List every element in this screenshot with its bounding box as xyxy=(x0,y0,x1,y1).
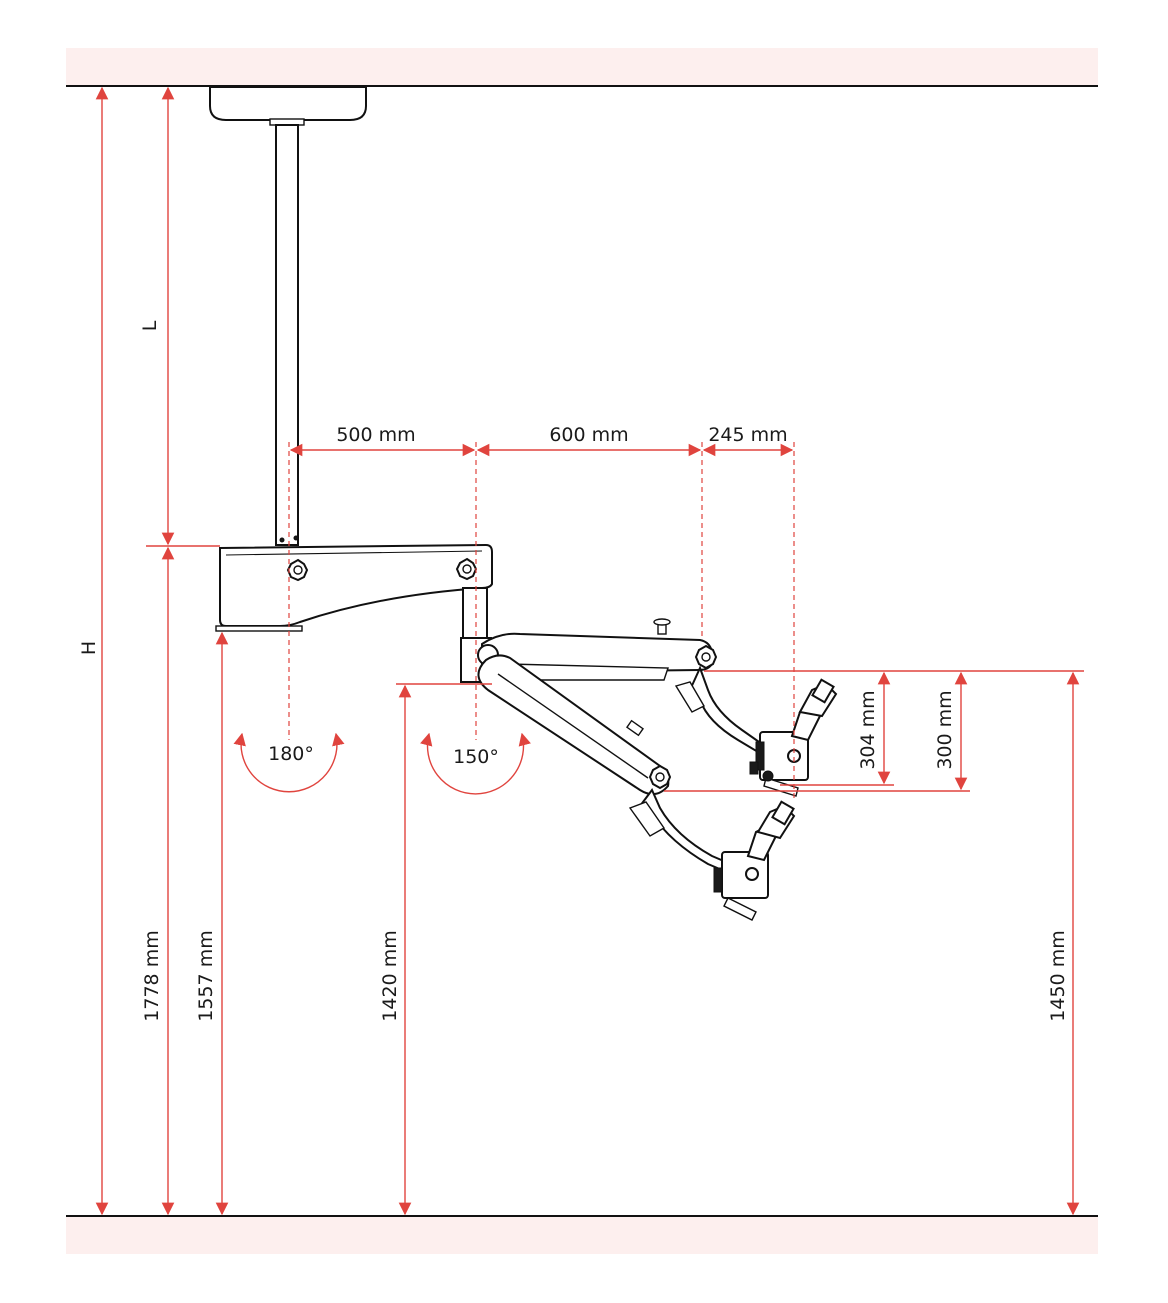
optics-head-upper xyxy=(674,665,838,797)
label-150deg: 150° xyxy=(453,746,499,768)
label-L: L xyxy=(139,320,161,331)
label-1557mm: 1557 mm xyxy=(195,930,217,1021)
pivot-post xyxy=(462,587,488,641)
label-300mm: 300 mm xyxy=(934,690,956,769)
label-500mm: 500 mm xyxy=(336,424,415,446)
curved-double-arrow-icon xyxy=(420,732,531,795)
star-knob-icon[interactable] xyxy=(455,557,478,581)
star-knob-icon[interactable] xyxy=(648,764,672,790)
label-H: H xyxy=(78,641,100,655)
optics-head-lower xyxy=(628,788,796,921)
main-arm xyxy=(219,543,493,627)
star-knob-icon[interactable] xyxy=(286,558,309,582)
label-600mm: 600 mm xyxy=(549,424,628,446)
ceiling-column xyxy=(275,124,299,546)
label-304mm: 304 mm xyxy=(857,690,879,769)
microscope-drawing xyxy=(209,86,838,921)
label-1778mm: 1778 mm xyxy=(141,930,163,1021)
curved-double-arrow-icon xyxy=(233,732,345,793)
label-245mm: 245 mm xyxy=(708,424,787,446)
label-180deg: 180° xyxy=(268,743,314,765)
label-1450mm: 1450 mm xyxy=(1047,930,1069,1021)
ceiling-band xyxy=(66,48,1098,86)
star-knob-icon[interactable] xyxy=(694,644,718,670)
arm-base-plate xyxy=(215,625,303,632)
floor-band xyxy=(66,1216,1098,1254)
label-1420mm: 1420 mm xyxy=(379,930,401,1021)
ceiling-mount xyxy=(209,86,367,121)
